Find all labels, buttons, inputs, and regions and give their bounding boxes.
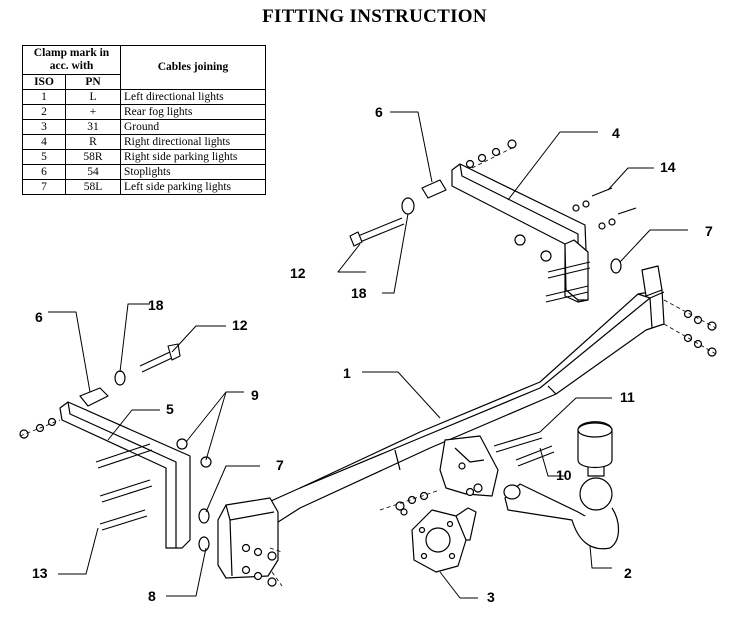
callout-5: 5 bbox=[166, 401, 174, 417]
callout-12-top: 12 bbox=[290, 265, 306, 281]
callout-labels: 1 2 3 4 5 6 6 7 7 8 9 10 11 12 12 13 14 … bbox=[32, 104, 713, 605]
callout-10: 10 bbox=[556, 467, 572, 483]
right-side-bracket bbox=[451, 163, 589, 303]
callout-6-right: 6 bbox=[375, 104, 383, 120]
assembly-lines bbox=[19, 145, 717, 587]
center-mount-bracket bbox=[439, 435, 499, 497]
callout-1: 1 bbox=[343, 365, 351, 381]
page-title: FITTING INSTRUCTION bbox=[262, 6, 487, 27]
callout-13: 13 bbox=[32, 565, 48, 581]
callout-4: 4 bbox=[612, 125, 620, 141]
socket-plate bbox=[411, 507, 477, 573]
callout-9: 9 bbox=[251, 387, 259, 403]
cable-joining-table: Clamp mark in acc. with Cables joining I… bbox=[22, 45, 266, 195]
callout-8: 8 bbox=[148, 588, 156, 604]
bolts bbox=[95, 187, 637, 531]
callout-14: 14 bbox=[660, 159, 676, 175]
table-subheader-row: ISO PN bbox=[22, 74, 266, 90]
callout-11: 11 bbox=[620, 389, 635, 405]
pn-header: PN bbox=[65, 74, 121, 90]
spacers bbox=[79, 179, 447, 407]
table-row: 2+Rear fog lights bbox=[22, 104, 266, 120]
washers bbox=[114, 197, 622, 552]
callout-18-left: 18 bbox=[148, 297, 164, 313]
left-side-bracket bbox=[59, 401, 191, 549]
leader-lines bbox=[48, 111, 688, 599]
callout-18-top: 18 bbox=[351, 285, 367, 301]
callout-7-right: 7 bbox=[705, 223, 713, 239]
tow-ball-arm bbox=[503, 421, 620, 550]
callout-6-left: 6 bbox=[35, 309, 43, 325]
desc-cell: Right side parking lights bbox=[120, 149, 266, 165]
callout-2: 2 bbox=[624, 565, 632, 581]
callout-7-left: 7 bbox=[276, 457, 284, 473]
pn-cell: 58R bbox=[65, 149, 121, 165]
nut-stacks bbox=[19, 139, 717, 587]
desc-cell: Left side parking lights bbox=[120, 179, 266, 195]
left-end-plate bbox=[217, 497, 279, 579]
callout-3: 3 bbox=[487, 589, 495, 605]
callout-12-left: 12 bbox=[232, 317, 248, 333]
clamp-mark-header: Clamp mark in acc. with bbox=[22, 45, 121, 75]
